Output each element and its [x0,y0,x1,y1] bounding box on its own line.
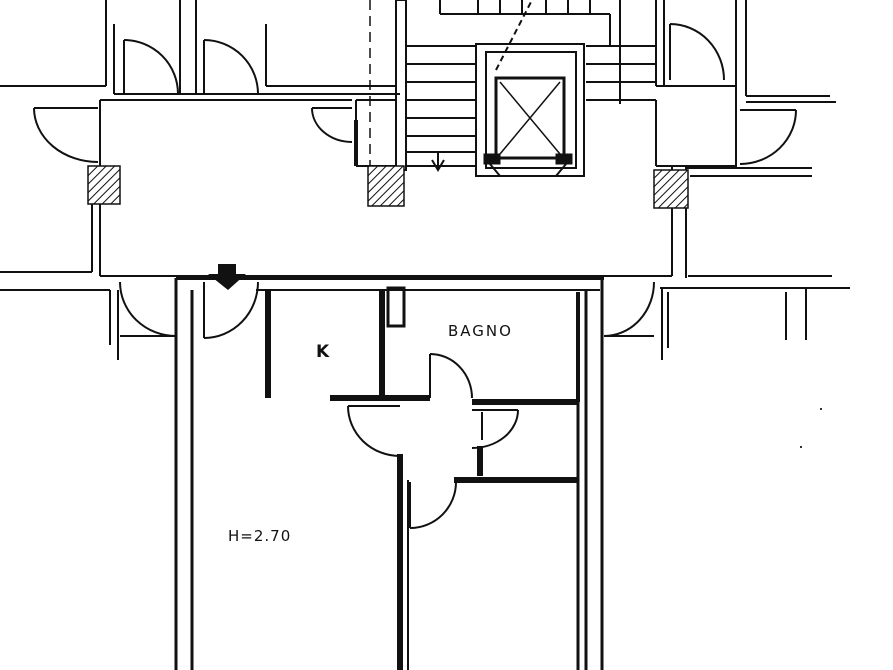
bathroom-label: BAGNO [448,322,513,340]
apartment-walls [174,276,604,670]
scan-specks [800,408,822,448]
kitchen-label: K [316,342,330,362]
ceiling-height-label: H=2.70 [228,527,291,545]
entrance-arrow-icon [208,264,246,290]
landing-doors [33,23,797,337]
elevator [475,43,585,177]
apartment-doors [203,281,519,529]
corridor [0,0,850,360]
structural-pillars [87,165,689,209]
staircase [354,0,736,172]
